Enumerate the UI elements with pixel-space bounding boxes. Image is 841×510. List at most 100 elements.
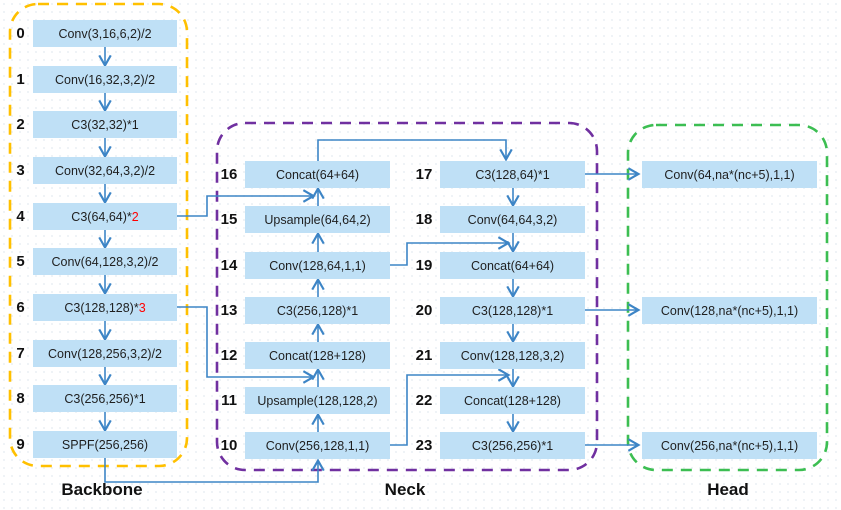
node-9-label: SPPF(256,256) xyxy=(61,437,149,452)
head-node-p4: Conv(128,na*(nc+5),1,1) xyxy=(642,297,817,324)
neck-region-border xyxy=(215,121,599,472)
node-0-box: Conv(3,16,6,2)/2 xyxy=(33,20,177,47)
node-5-label: Conv(64,128,3,2)/2 xyxy=(51,254,159,269)
node-23-box: C3(256,256)*1 xyxy=(440,432,585,459)
node-15: 15 Upsample(64,64,2) xyxy=(217,206,390,233)
node-19: 19 Concat(64+64) xyxy=(412,252,585,279)
node-22-index: 22 xyxy=(415,392,433,409)
node-3-box: Conv(32,64,3,2)/2 xyxy=(33,157,177,184)
node-15-label: Upsample(64,64,2) xyxy=(264,212,371,227)
node-2-label: C3(32,32)*1 xyxy=(71,117,139,132)
node-8-label: C3(256,256)*1 xyxy=(64,391,146,406)
node-5: 5 Conv(64,128,3,2)/2 xyxy=(8,248,177,275)
node-17-index: 17 xyxy=(415,166,433,183)
node-2: 2 C3(32,32)*1 xyxy=(8,111,177,138)
node-19-label: Concat(64+64) xyxy=(470,258,555,273)
node-5-box: Conv(64,128,3,2)/2 xyxy=(33,248,177,275)
node-1-label: Conv(16,32,3,2)/2 xyxy=(54,72,156,87)
node-10-index: 10 xyxy=(220,437,238,454)
node-12-box: Concat(128+128) xyxy=(245,342,390,369)
node-18-label: Conv(64,64,3,2) xyxy=(467,212,558,227)
node-3: 3 Conv(32,64,3,2)/2 xyxy=(8,157,177,184)
node-16-label: Concat(64+64) xyxy=(275,167,360,182)
node-20-label: C3(128,128)*1 xyxy=(471,303,554,318)
node-0-label: Conv(3,16,6,2)/2 xyxy=(58,26,152,41)
backbone-section-label: Backbone xyxy=(61,480,143,499)
neck-section-label: Neck xyxy=(384,480,426,499)
node-21-box: Conv(128,128,3,2) xyxy=(440,342,585,369)
node-4-label-highlight: 2 xyxy=(131,209,139,224)
node-11-box: Upsample(128,128,2) xyxy=(245,387,390,414)
node-7: 7 Conv(128,256,3,2)/2 xyxy=(8,340,177,367)
node-12: 12 Concat(128+128) xyxy=(217,342,390,369)
node-15-index: 15 xyxy=(220,211,238,228)
node-1: 1 Conv(16,32,3,2)/2 xyxy=(8,66,177,93)
node-6-box: C3(128,128)*3 xyxy=(33,294,177,321)
node-5-index: 5 xyxy=(16,253,25,270)
node-19-index: 19 xyxy=(415,257,433,274)
node-1-index: 1 xyxy=(16,71,25,88)
node-10-box: Conv(256,128,1,1) xyxy=(245,432,390,459)
node-9: 9 SPPF(256,256) xyxy=(8,431,177,458)
node-12-index: 12 xyxy=(220,347,238,364)
node-14-label: Conv(128,64,1,1) xyxy=(269,258,366,273)
node-4-label: C3(64,64)* xyxy=(71,209,132,224)
node-13-label: C3(256,128)*1 xyxy=(276,303,359,318)
backbone-region-border xyxy=(8,2,189,468)
node-16-index: 16 xyxy=(220,166,238,183)
node-16-box: Concat(64+64) xyxy=(245,161,390,188)
node-15-box: Upsample(64,64,2) xyxy=(245,206,390,233)
edge-9-10 xyxy=(104,458,325,483)
node-19-box: Concat(64+64) xyxy=(440,252,585,279)
head-region-border xyxy=(626,123,829,472)
node-16: 16 Concat(64+64) xyxy=(217,161,390,188)
node-7-index: 7 xyxy=(16,345,25,362)
node-6-label: C3(128,128)* xyxy=(64,300,139,315)
node-22-box: Concat(128+128) xyxy=(440,387,585,414)
head-node-p3-label: Conv(64,na*(nc+5),1,1) xyxy=(664,167,795,182)
node-13: 13 C3(256,128)*1 xyxy=(217,297,390,324)
node-14-box: Conv(128,64,1,1) xyxy=(245,252,390,279)
node-22: 22 Concat(128+128) xyxy=(412,387,585,414)
edge-4-concat16 xyxy=(177,189,316,217)
node-10-label: Conv(256,128,1,1) xyxy=(265,438,370,453)
edge-6-concat12 xyxy=(177,306,316,384)
node-4-box: C3(64,64)*2 xyxy=(33,203,177,230)
node-13-box: C3(256,128)*1 xyxy=(245,297,390,324)
node-20-index: 20 xyxy=(415,302,433,319)
node-10: 10 Conv(256,128,1,1) xyxy=(217,432,390,459)
node-3-label: Conv(32,64,3,2)/2 xyxy=(54,163,156,178)
node-17: 17 C3(128,64)*1 xyxy=(412,161,585,188)
node-13-index: 13 xyxy=(220,302,238,319)
node-9-box: SPPF(256,256) xyxy=(33,431,177,458)
edge-14-concat19 xyxy=(390,236,511,266)
head-node-p5-box: Conv(256,na*(nc+5),1,1) xyxy=(642,432,817,459)
node-18: 18 Conv(64,64,3,2) xyxy=(412,206,585,233)
node-2-box: C3(32,32)*1 xyxy=(33,111,177,138)
node-17-label: C3(128,64)*1 xyxy=(475,167,550,182)
node-2-index: 2 xyxy=(16,116,25,133)
node-9-index: 9 xyxy=(16,436,25,453)
node-18-index: 18 xyxy=(415,211,433,228)
node-21: 21 Conv(128,128,3,2) xyxy=(412,342,585,369)
head-node-p4-label: Conv(128,na*(nc+5),1,1) xyxy=(660,303,799,318)
edge-10-concat22 xyxy=(390,368,511,446)
head-node-p4-box: Conv(128,na*(nc+5),1,1) xyxy=(642,297,817,324)
head-node-p5-label: Conv(256,na*(nc+5),1,1) xyxy=(660,438,799,453)
node-11-index: 11 xyxy=(221,392,237,409)
node-3-index: 3 xyxy=(16,162,25,179)
node-21-index: 21 xyxy=(415,347,433,364)
node-18-box: Conv(64,64,3,2) xyxy=(440,206,585,233)
node-7-label: Conv(128,256,3,2)/2 xyxy=(48,346,162,361)
node-8-box: C3(256,256)*1 xyxy=(33,385,177,412)
node-7-box: Conv(128,256,3,2)/2 xyxy=(33,340,177,367)
head-node-p3: Conv(64,na*(nc+5),1,1) xyxy=(642,161,817,188)
